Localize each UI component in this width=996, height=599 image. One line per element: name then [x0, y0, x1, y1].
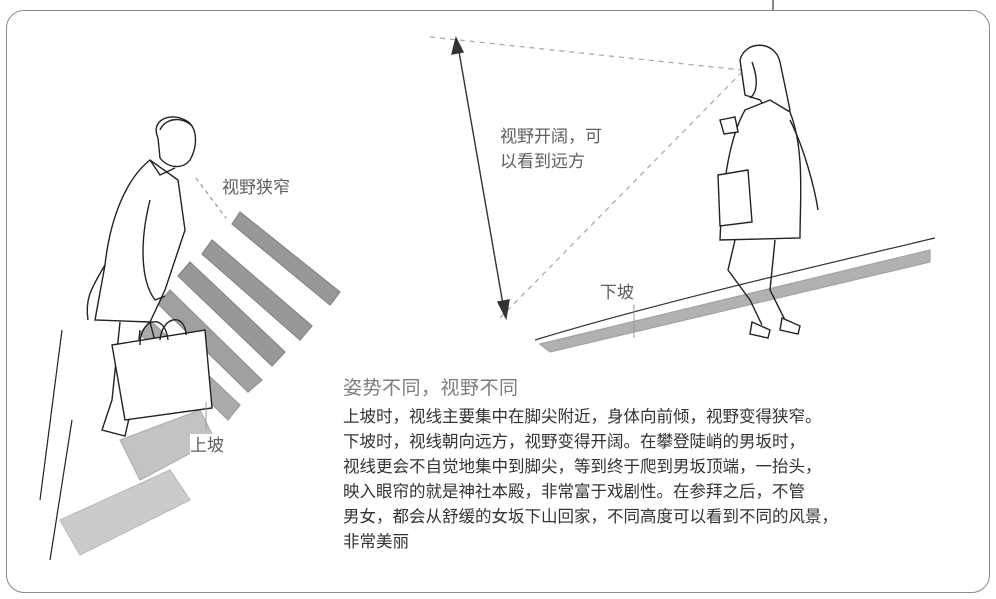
caption-line: 上坡时，视线主要集中在脚尖附近，身体向前倾，视野变得狭窄。	[343, 407, 822, 426]
caption-line: 男女，都会从舒缓的女坂下山回家，不同高度可以看到不同的风景，	[343, 507, 838, 526]
label-downhill: 下坡	[600, 281, 634, 305]
man-figure	[86, 116, 213, 437]
woman-figure	[717, 44, 819, 339]
wide-view-arrow	[451, 35, 510, 321]
caption-line: 映入眼帘的就是神社本殿，非常富于戏剧性。在参拜之后，不管	[343, 482, 805, 501]
caption-line: 下坡时，视线朝向远方，视野变得开阔。在攀登陡峭的男坂时，	[343, 432, 805, 451]
caption-title: 姿势不同，视野不同	[343, 377, 519, 399]
label-narrow-view: 视野狭窄	[222, 176, 290, 200]
frame-top-tick	[772, 0, 774, 10]
caption-line: 非常美丽	[343, 532, 409, 551]
downhill-slope	[534, 237, 936, 353]
label-wide-view-line2: 以看到远方	[500, 150, 585, 174]
narrow-sightline	[195, 177, 227, 219]
label-wide-view-line1: 视野开阔，可	[500, 125, 602, 149]
wide-view-triangle	[429, 36, 743, 319]
caption-line: 视线更会不自觉地集中到脚尖，等到终于爬到男坂顶端，一抬头，	[343, 457, 822, 476]
label-uphill: 上坡	[190, 434, 224, 458]
caption-body: 上坡时，视线主要集中在脚尖附近，身体向前倾，视野变得狭窄。 下坡时，视线朝向远方…	[343, 404, 983, 554]
